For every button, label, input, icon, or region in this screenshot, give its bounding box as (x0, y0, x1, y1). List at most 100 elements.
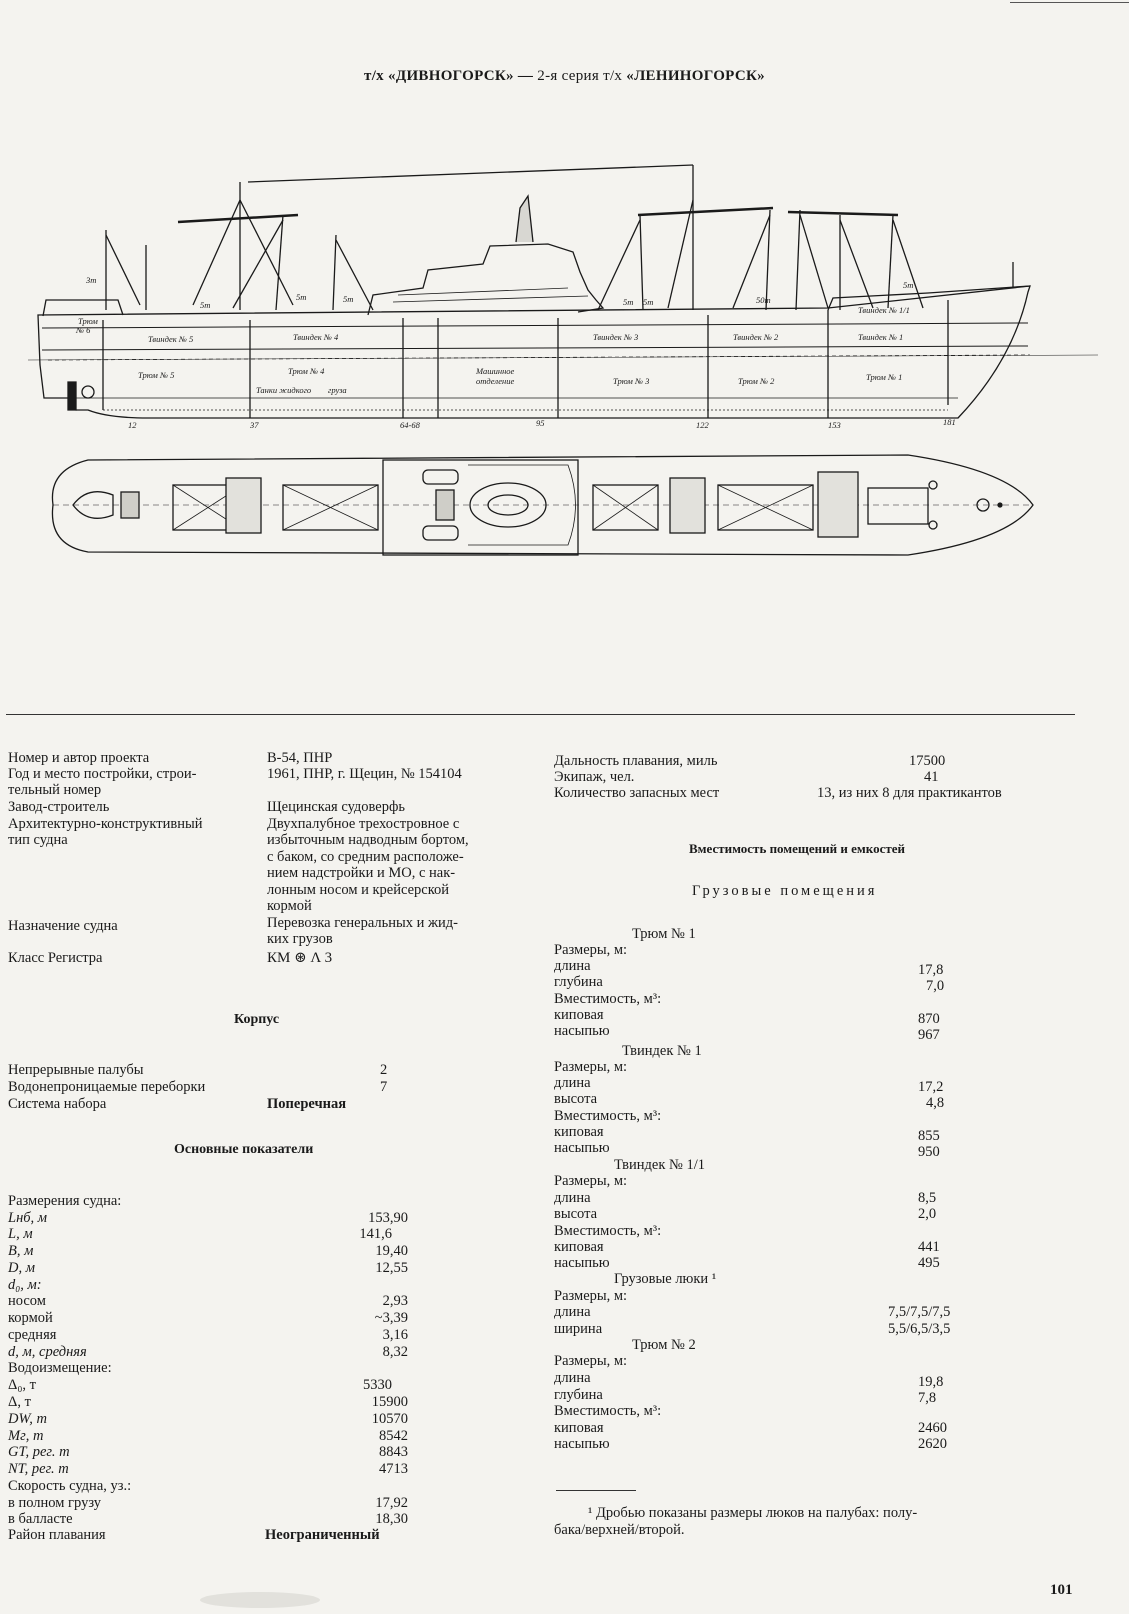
tweendeck11-dims: Размеры, м: (554, 1173, 628, 1189)
tweendeck1-height-value: 4,8 (926, 1095, 945, 1111)
type-label-1: Архитектурно-конструктивный (8, 816, 203, 832)
tweendeck11-height-label: высота (554, 1206, 598, 1222)
tag-5t-c: 5т (343, 294, 353, 304)
spare-label: Количество запасных мест (554, 785, 720, 801)
capacity-heading: Вместимость помещений и емкостей (689, 841, 905, 856)
b-value: 19,40 (375, 1243, 408, 1259)
mr-label: Mг, т (8, 1428, 44, 1444)
mid-draft-value: 3,16 (382, 1327, 408, 1343)
crew-value: 41 (924, 769, 939, 785)
dmid-label: d, м, средняя (8, 1344, 87, 1360)
hold2-length-value: 19,8 (918, 1374, 944, 1390)
tweendeck1-length-value: 17,2 (918, 1079, 944, 1095)
stern-draft-label: кормой (8, 1310, 53, 1326)
type-value-6: кормой (267, 898, 312, 914)
tag-50t: 50т (756, 295, 771, 305)
tweendeck1-grain-value: 950 (918, 1144, 940, 1160)
tag-5t-f: 5т (903, 280, 913, 290)
dw-value: 10570 (371, 1411, 408, 1427)
hold1-length-label: длина (554, 958, 591, 974)
tag-frame-37: 37 (249, 420, 259, 430)
bow-draft-label: носом (8, 1293, 46, 1309)
type-value-4: нием надстройки и МО, с нак- (267, 865, 456, 881)
hull-heading: Корпус (234, 1012, 280, 1027)
tag-engine-1: Машинное (475, 366, 515, 376)
tag-frame-153: 153 (828, 420, 841, 430)
tweendeck1-height-label: высота (554, 1091, 598, 1107)
dims-label: Размерения судна: (8, 1193, 122, 1209)
year-value: 1961, ПНР, г. Щецин, № 154104 (267, 766, 462, 782)
hold2-dims: Размеры, м: (554, 1353, 628, 1369)
d-label: D, м (8, 1260, 35, 1276)
title-series: 2-я серия т/х (537, 68, 623, 84)
tweendeck1-bale-value: 855 (918, 1128, 940, 1144)
purpose-value-1: Перевозка генеральных и жид- (267, 915, 458, 931)
yard-label: Завод-строитель (8, 799, 110, 815)
tag-5t-d: 5т (623, 297, 633, 307)
footnote-rule (556, 1490, 636, 1491)
profile-view (28, 164, 1098, 419)
tag-tw2: Твиндек № 2 (733, 332, 779, 342)
crew-label: Экипаж, чел. (554, 769, 635, 785)
d-value: 12,55 (375, 1260, 408, 1276)
tweendeck11-capacity: Вместимость, м³: (554, 1223, 662, 1239)
spare-value: 13, из них 8 для практикантов (817, 785, 1002, 801)
tag-trum6-no: № 6 (75, 325, 91, 335)
tag-frame-12: 12 (128, 420, 137, 430)
ship-general-arrangement-drawing: Трюм № 6 Твиндек № 5 Твиндек № 4 Твиндек… (28, 164, 1098, 556)
hold1-depth-value: 7,0 (926, 978, 945, 994)
tag-tr1: Трюм № 1 (866, 372, 902, 382)
tweendeck11-bale-value: 441 (918, 1239, 940, 1255)
gt-value: 8843 (379, 1444, 408, 1460)
hold1-dims: Размеры, м: (554, 942, 628, 958)
tweendeck11-length-value: 8,5 (918, 1190, 937, 1206)
tag-tw1: Твиндек № 1 (858, 332, 903, 342)
tag-3t: 3т (85, 275, 96, 285)
dmid-value: 8,32 (382, 1344, 408, 1360)
tag-trum6: Трюм (78, 316, 98, 326)
hold1-depth-label: глубина (554, 974, 603, 990)
right-column: Дальность плавания, миль 17500 Экипаж, ч… (554, 753, 1074, 1543)
dw-label: DW, т (8, 1411, 47, 1427)
tweendeck1-bale-label: киповая (554, 1124, 604, 1140)
cargo-spaces-heading: Грузовые помещения (692, 883, 878, 899)
tag-liquid-2: груза (328, 385, 347, 395)
nt-value: 4713 (379, 1461, 408, 1477)
project-value: В-54, ПНР (267, 750, 333, 766)
tag-engine-2: отделение (476, 376, 515, 386)
speed-label: Скорость судна, уз.: (8, 1478, 132, 1494)
l-label: L, м (8, 1226, 33, 1242)
tag-tr2: Трюм № 2 (738, 376, 775, 386)
hold1-grain-value: 967 (918, 1027, 940, 1043)
tag-tr3: Трюм № 3 (613, 376, 649, 386)
dispf-value: 15900 (371, 1394, 408, 1410)
tweendeck11-height-value: 2,0 (918, 1206, 937, 1222)
yard-value: Щецинская судоверфь (267, 799, 405, 815)
displacement-label: Водоизмещение: (8, 1360, 112, 1376)
hold1-bale-label: киповая (554, 1007, 604, 1023)
tweendeck11-grain-value: 495 (918, 1255, 940, 1271)
hold1-title: Трюм № 1 (632, 926, 696, 942)
drawing-tags: Трюм № 6 Твиндек № 5 Твиндек № 4 Твиндек… (75, 275, 956, 430)
range-value: 17500 (909, 753, 946, 769)
hatches-length-label: длина (554, 1304, 591, 1320)
dispf-label: Δ, т (8, 1394, 31, 1410)
tag-tw3: Твиндек № 3 (593, 332, 638, 342)
hold1-grain-label: насыпью (554, 1023, 610, 1039)
tweendeck1-dims: Размеры, м: (554, 1059, 628, 1075)
tweendeck1-grain-label: насыпью (554, 1140, 610, 1156)
deck-plan-view (51, 454, 1034, 556)
tag-frame-64-68: 64-68 (400, 420, 421, 430)
tag-tr4: Трюм № 4 (288, 366, 325, 376)
project-label: Номер и автор проекта (8, 750, 150, 766)
nt-label: NT, рег. т (8, 1461, 69, 1477)
area-value: Неограниченный (265, 1527, 380, 1543)
hold2-depth-label: глубина (554, 1387, 603, 1403)
decks-value: 2 (380, 1062, 388, 1078)
mr-value: 8542 (379, 1428, 408, 1444)
range-label: Дальность плавания, миль (554, 753, 718, 769)
bulkheads-label: Водонепроницаемые переборки (8, 1079, 206, 1095)
title-lead-ship: «ЛЕНИНОГОРСК» (626, 68, 765, 84)
gt-label: GT, рег. т (8, 1444, 70, 1460)
page-title: т/х «ДИВНОГОРСК» — 2-я серия т/х «ЛЕНИНО… (0, 68, 1129, 85)
